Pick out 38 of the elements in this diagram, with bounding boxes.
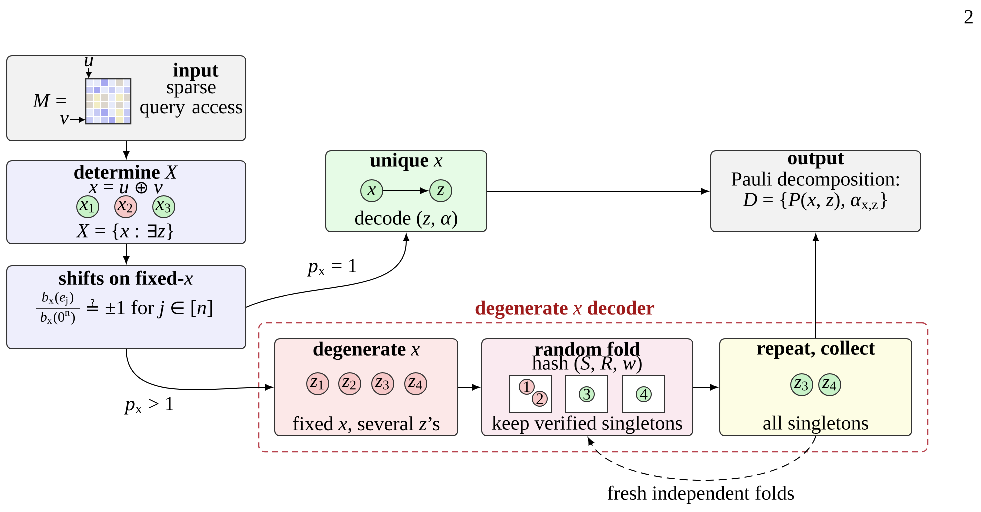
box-title: random fold	[534, 342, 640, 356]
box-text: X = {x : ∃z}	[76, 224, 174, 240]
index-label: v	[60, 115, 69, 125]
edge-label: fresh independent folds	[608, 486, 794, 504]
arrow	[246, 234, 410, 308]
box-title: unique x	[370, 152, 443, 172]
arrow	[487, 188, 709, 195]
box-text: decode (z, α)	[355, 210, 458, 230]
arrow	[458, 384, 480, 391]
formula: b$_{x}$(e$_{j}$) b$_{x}$(0$^{n}$) ≟ ±1 forj ∈ [n]	[36, 292, 212, 325]
box-title: input	[174, 62, 219, 82]
edge-label: p$_{x}$ = 1	[307, 259, 356, 277]
edge-label: p$_{x}$ > 1	[124, 397, 174, 415]
index-label: u	[85, 57, 94, 67]
box-text: all singletons	[764, 416, 868, 434]
box-title: determine X	[74, 164, 178, 180]
equation-label: M =	[32, 94, 66, 108]
box-text: D = {P(x, z), α$_{x,z}$}	[742, 192, 888, 212]
box-title: shifts on fixed-x	[59, 270, 194, 286]
box-text: x = u ⊕ v	[88, 182, 163, 194]
box-text: fixed x, several z’s	[293, 416, 440, 434]
box-text: sparse query access	[140, 84, 242, 118]
box-title: output	[788, 153, 844, 169]
box-title: degenerate x	[314, 342, 420, 360]
arrow	[123, 141, 130, 159]
box-title: repeat, collect	[757, 340, 876, 360]
arrow	[383, 188, 428, 194]
box-text: hash (S, R, w)	[532, 356, 642, 374]
bucket-box	[622, 376, 666, 414]
arrow	[126, 348, 273, 391]
arrow	[812, 234, 820, 339]
page-number: 2	[964, 10, 973, 24]
box-text: keep verified singletons	[492, 416, 682, 434]
arrow	[693, 384, 718, 391]
group-title: degenerate x decoder	[476, 300, 655, 320]
dashed-arrow	[588, 436, 816, 482]
box-text: Pauli decomposition:	[732, 172, 900, 190]
arrow	[123, 244, 130, 264]
